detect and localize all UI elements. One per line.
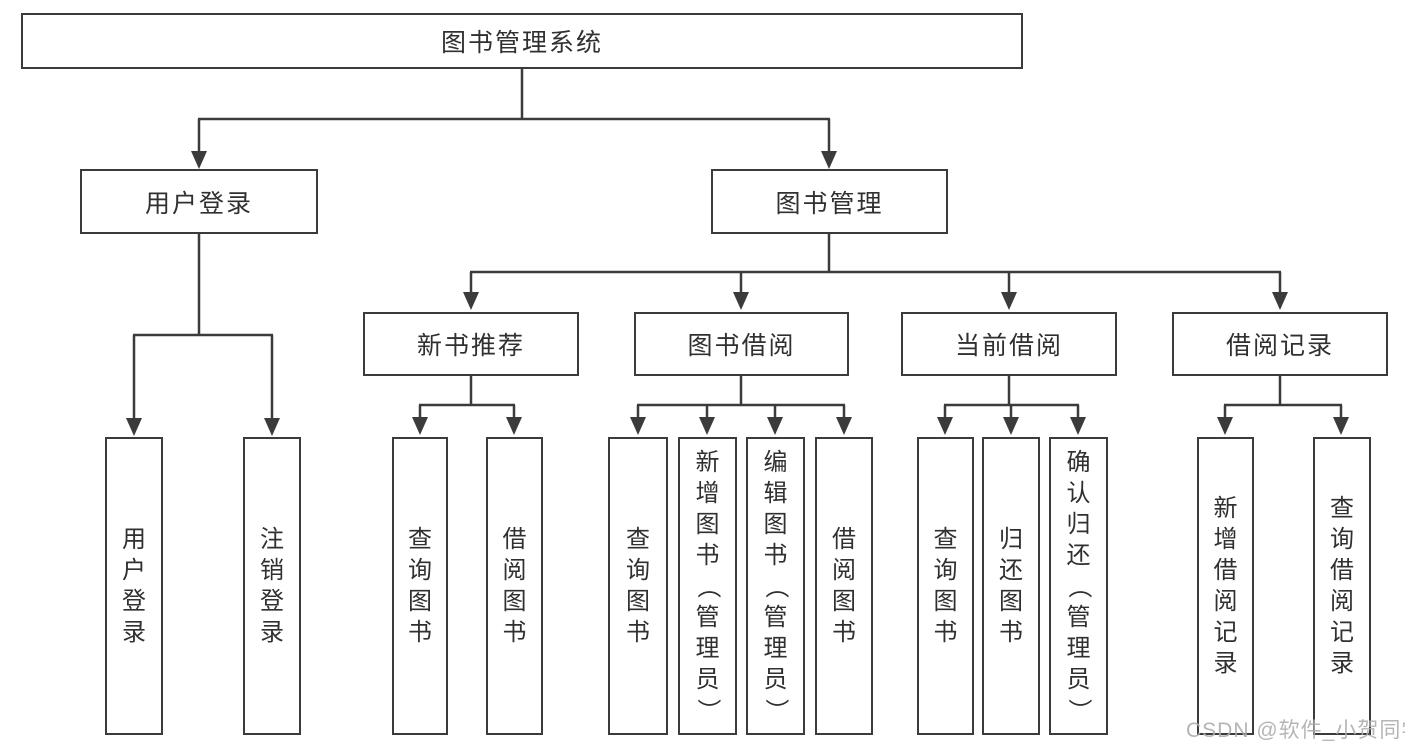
node-root-label: 图书管理系统 bbox=[440, 29, 603, 57]
leaf-borrow-add-books-admin-label: 新增图书（管理员） bbox=[694, 448, 721, 723]
leaf-logout: 注销登录 bbox=[243, 437, 301, 735]
arrowhead bbox=[1003, 417, 1019, 435]
arrowhead bbox=[1217, 417, 1233, 435]
leaf-user-login-label: 用户登录 bbox=[122, 526, 146, 646]
leaf-records-query-record: 查询借阅记录 bbox=[1313, 437, 1371, 735]
node-current-borrow: 当前借阅 bbox=[901, 312, 1117, 376]
arrowhead bbox=[463, 292, 479, 310]
leaf-current-return-books-label: 归还图书 bbox=[999, 526, 1023, 646]
leaf-recommend-borrow-books: 借阅图书 bbox=[486, 437, 543, 735]
arrowhead bbox=[1272, 292, 1288, 310]
arrowhead bbox=[699, 417, 715, 435]
arrowhead bbox=[630, 417, 646, 435]
node-user-login-label: 用户登录 bbox=[144, 189, 253, 218]
arrowhead bbox=[836, 417, 852, 435]
leaf-current-confirm-return-admin-label: 确认归还（管理员） bbox=[1065, 448, 1092, 723]
leaf-borrow-borrow-books: 借阅图书 bbox=[815, 437, 873, 735]
node-new-book-recommend-label: 新书推荐 bbox=[416, 332, 525, 360]
leaf-borrow-edit-books-admin-label: 编辑图书（管理员） bbox=[762, 448, 789, 723]
arrowhead bbox=[1001, 292, 1017, 310]
arrowhead bbox=[767, 417, 783, 435]
csdn-watermark: CSDN @软件_小贺同学 bbox=[1186, 719, 1405, 742]
arrowhead bbox=[264, 418, 280, 436]
node-new-book-recommend: 新书推荐 bbox=[363, 312, 579, 376]
leaf-records-add-record-label: 新增借阅记录 bbox=[1213, 495, 1238, 677]
leaf-recommend-query-books-label: 查询图书 bbox=[408, 526, 432, 646]
leaf-records-add-record: 新增借阅记录 bbox=[1197, 437, 1254, 735]
arrowhead bbox=[126, 418, 142, 436]
leaf-borrow-query-books-label: 查询图书 bbox=[626, 526, 650, 646]
arrowhead bbox=[937, 417, 953, 435]
leaf-records-query-record-label: 查询借阅记录 bbox=[1330, 495, 1354, 677]
arrowhead bbox=[412, 417, 428, 435]
leaf-recommend-borrow-books-label: 借阅图书 bbox=[502, 526, 527, 646]
node-user-login: 用户登录 bbox=[80, 169, 318, 234]
arrowhead bbox=[1070, 417, 1086, 435]
leaf-borrow-borrow-books-label: 借阅图书 bbox=[832, 526, 856, 646]
leaf-current-confirm-return-admin: 确认归还（管理员） bbox=[1049, 437, 1108, 735]
node-book-borrow-label: 图书借阅 bbox=[687, 332, 796, 360]
leaf-borrow-add-books-admin: 新增图书（管理员） bbox=[678, 437, 737, 735]
arrowhead bbox=[506, 417, 522, 435]
node-book-management-label: 图书管理 bbox=[775, 189, 884, 218]
leaf-current-query-books-label: 查询图书 bbox=[933, 526, 958, 646]
node-book-borrow: 图书借阅 bbox=[634, 312, 849, 376]
node-borrow-records: 借阅记录 bbox=[1172, 312, 1388, 376]
arrowhead bbox=[1333, 417, 1349, 435]
node-book-management: 图书管理 bbox=[711, 169, 948, 234]
leaf-borrow-query-books: 查询图书 bbox=[608, 437, 668, 735]
leaf-current-return-books: 归还图书 bbox=[982, 437, 1040, 735]
arrowhead bbox=[733, 292, 749, 310]
leaf-recommend-query-books: 查询图书 bbox=[392, 437, 448, 735]
node-root: 图书管理系统 bbox=[21, 13, 1023, 69]
node-borrow-records-label: 借阅记录 bbox=[1225, 332, 1334, 360]
node-current-borrow-label: 当前借阅 bbox=[954, 332, 1063, 360]
leaf-borrow-edit-books-admin: 编辑图书（管理员） bbox=[746, 437, 805, 735]
leaf-logout-label: 注销登录 bbox=[260, 526, 284, 646]
arrowhead bbox=[191, 151, 207, 169]
arrowhead bbox=[821, 151, 837, 169]
leaf-current-query-books: 查询图书 bbox=[917, 437, 974, 735]
leaf-user-login: 用户登录 bbox=[105, 437, 163, 735]
